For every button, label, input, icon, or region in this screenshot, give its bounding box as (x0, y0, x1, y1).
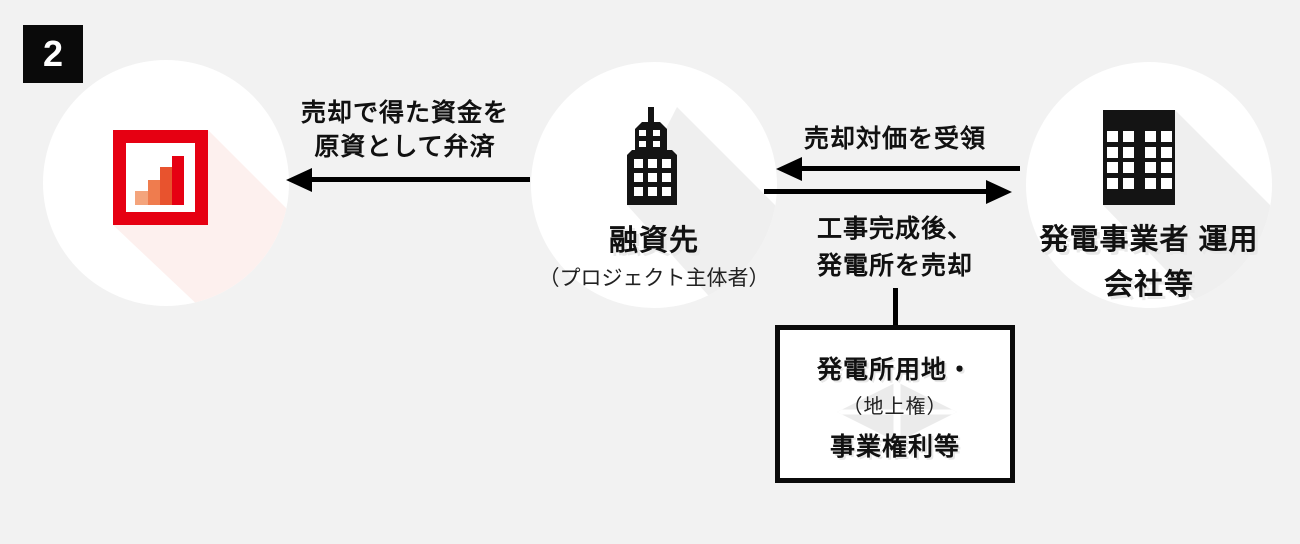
repayment-arrowhead-left (286, 168, 312, 192)
operator-title-line1: 発電事業者 (1039, 224, 1190, 256)
step-number: 2 (42, 33, 64, 74)
sale-arrow-line (764, 189, 988, 194)
proceeds-arrowhead-left (776, 157, 802, 181)
logo-bar-1 (135, 191, 148, 205)
logo-bar-4 (172, 156, 184, 205)
asset-box-line1: 発電所用地・ (816, 356, 973, 384)
sale-label-line2: 発電所を売却 (816, 252, 973, 280)
office-tower-icon (627, 107, 677, 205)
proceeds-label: 売却対価を受領 (803, 125, 986, 153)
repayment-label-line1: 売却で得た資金を (300, 99, 509, 127)
asset-box-line3: 事業権利等 (829, 433, 960, 461)
logo-bar-3 (160, 167, 172, 205)
step-badge: 2 (23, 25, 83, 83)
repayment-arrow-line (303, 177, 530, 182)
lender-circle (531, 62, 777, 308)
office-building-icon (1103, 110, 1175, 205)
sale-label-line1: 工事完成後、 (816, 215, 973, 243)
sale-label: 工事完成後、 発電所を売却 (770, 211, 1020, 285)
asset-box-line2: （地上権） (842, 396, 948, 418)
repayment-label-line2: 原資として弁済 (314, 133, 496, 161)
lender-subtitle: （プロジェクト主体者） (538, 267, 770, 290)
asset-box: 発電所用地・ （地上権） 事業権利等 (775, 325, 1015, 483)
connector-line (893, 288, 898, 326)
repayment-label: 売却で得た資金を 原資として弁済 (278, 96, 532, 164)
operator-title-line2: 運用会社等 (1103, 224, 1259, 301)
funder-circle (43, 60, 289, 306)
proceeds-arrow-line (793, 166, 1020, 171)
lender-title: 融資先 (608, 225, 699, 257)
logo-bar-2 (148, 180, 160, 205)
bar-chart-logo-icon (113, 130, 208, 225)
operator-circle (1026, 62, 1272, 308)
sale-arrowhead-right (986, 180, 1012, 204)
operator-title: 発電事業者 運用会社等 (1026, 218, 1272, 308)
